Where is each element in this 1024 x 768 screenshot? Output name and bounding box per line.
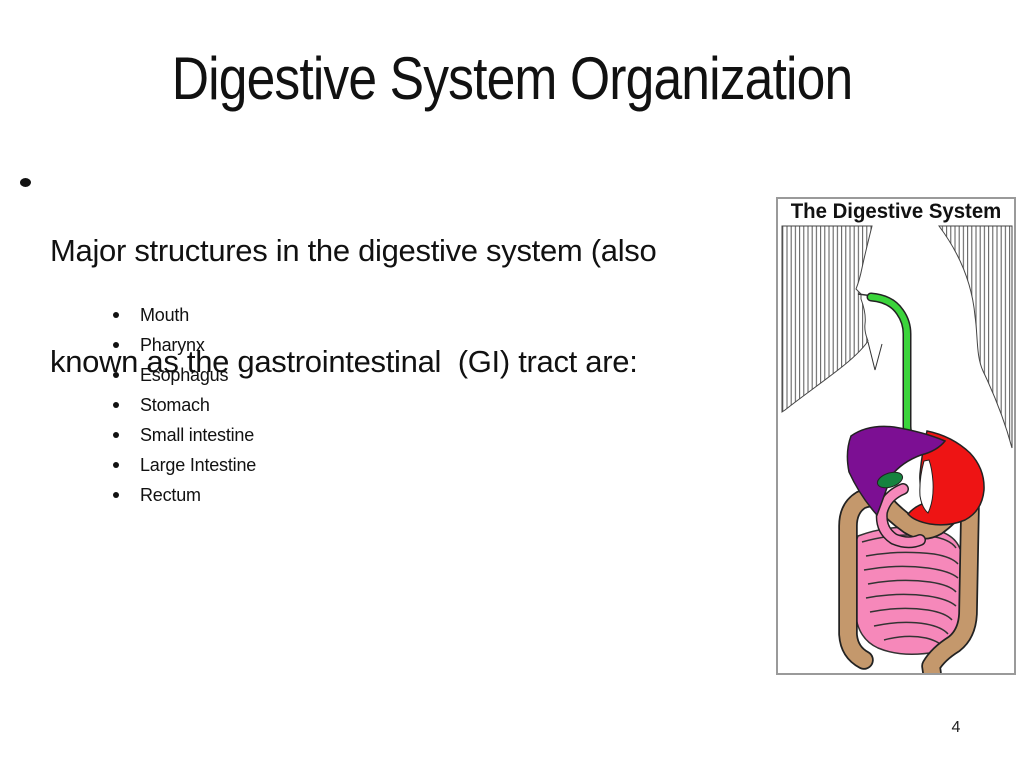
slide-title: Digestive System Organization bbox=[171, 45, 853, 112]
list-item-label: Large Intestine bbox=[140, 454, 257, 475]
list-item-label: Rectum bbox=[140, 484, 201, 505]
list-item: Stomach bbox=[113, 390, 256, 420]
page-number: 4 bbox=[951, 719, 961, 736]
bullet-dot bbox=[113, 312, 119, 318]
list-item-label: Esophagus bbox=[140, 364, 229, 385]
gallbladder-shape bbox=[876, 471, 904, 489]
bullet-dot bbox=[113, 492, 119, 498]
hatch-right-block bbox=[938, 225, 1013, 449]
list-item: Esophagus bbox=[113, 360, 256, 390]
bullet-dot bbox=[20, 178, 31, 187]
main-bullet-line: known as the gastrointestinal (GI) tract… bbox=[50, 344, 638, 379]
list-item-label: Mouth bbox=[140, 304, 190, 325]
neck-detail-lines bbox=[867, 341, 883, 371]
list-item-label: Stomach bbox=[140, 394, 210, 415]
list-item: Mouth bbox=[113, 300, 256, 330]
digestive-system-diagram bbox=[781, 225, 1013, 673]
digestive-system-figure: The Digestive System bbox=[776, 197, 1016, 675]
list-item-label: Small intestine bbox=[140, 424, 255, 445]
list-item: Pharynx bbox=[113, 330, 256, 360]
figure-title: The Digestive System bbox=[790, 200, 1002, 223]
bullet-dot bbox=[113, 372, 119, 378]
bullet-dot bbox=[113, 342, 119, 348]
bullet-dot bbox=[113, 432, 119, 438]
bullet-dot bbox=[113, 402, 119, 408]
large-intestine-shape bbox=[840, 489, 978, 673]
list-item: Small intestine bbox=[113, 420, 256, 450]
main-bullet: Major structures in the digestive system… bbox=[50, 158, 657, 454]
list-item: Large Intestine bbox=[113, 450, 256, 480]
main-bullet-line: Major structures in the digestive system… bbox=[50, 233, 657, 268]
hatch-left-block bbox=[781, 225, 873, 413]
stomach-inner-cavity bbox=[919, 459, 934, 514]
list-item: Rectum bbox=[113, 480, 256, 510]
duodenum-shape bbox=[877, 484, 925, 547]
liver-shape bbox=[846, 425, 947, 517]
bullet-dot bbox=[113, 462, 119, 468]
structures-list: Mouth Pharynx Esophagus Stomach Small in… bbox=[113, 300, 256, 510]
list-item-label: Pharynx bbox=[140, 334, 205, 355]
